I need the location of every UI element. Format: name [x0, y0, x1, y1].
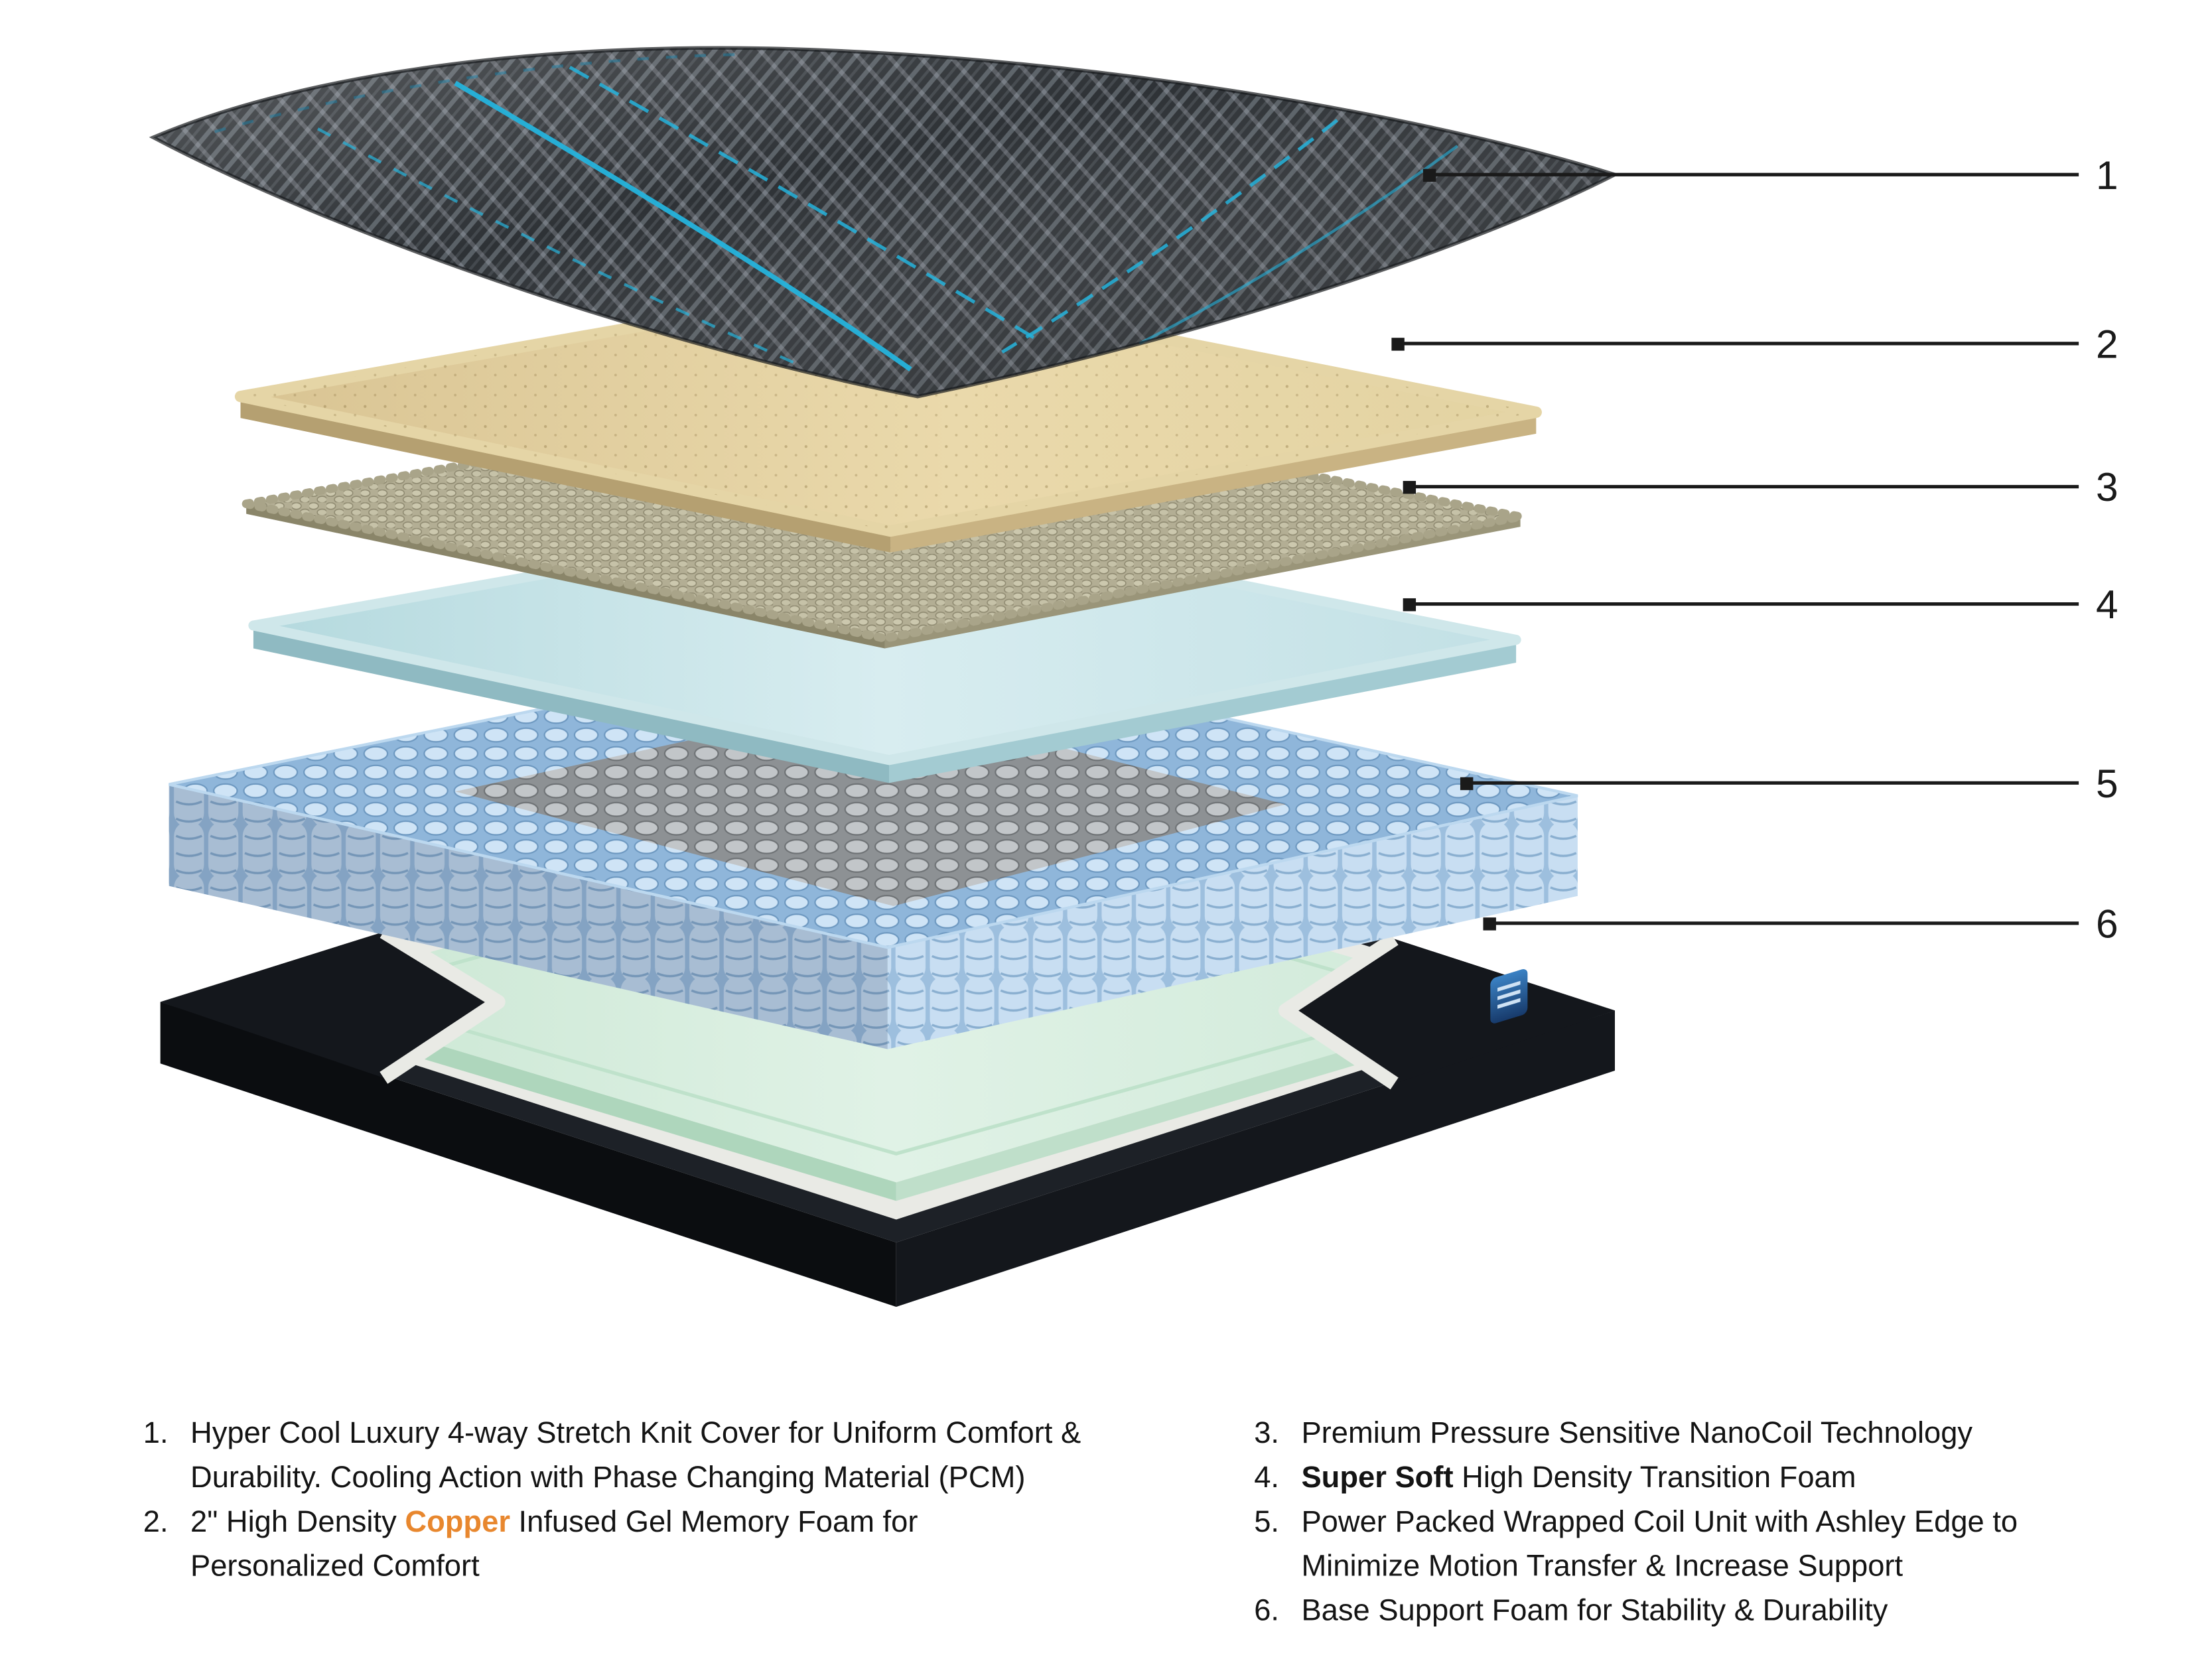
legend-item-5: 5. Power Packed Wrapped Coil Unit with A… [1254, 1500, 2170, 1589]
coil-front-right-face [887, 795, 1578, 1049]
legend-item-number: 5. [1254, 1506, 1280, 1539]
base-front-left-face [160, 1002, 896, 1307]
callouts: 1 2 3 4 5 [1391, 153, 2118, 946]
copper-highlight-text: Copper [405, 1506, 510, 1539]
callout-number: 5 [2096, 761, 2118, 806]
legend-item-text: Super Soft High Density Transition Foam [1301, 1461, 1856, 1494]
callout-4: 4 [1403, 582, 2118, 627]
cover-accent-stripes [214, 52, 1458, 371]
callout-number: 3 [2096, 464, 2118, 509]
callout-number: 6 [2096, 901, 2118, 946]
callout-1: 1 [1422, 153, 2118, 198]
coil-front-left-face [169, 784, 888, 1049]
legend-item-text: Premium Pressure Sensitive NanoCoil Tech… [1301, 1417, 1973, 1450]
legend-item-number: 4. [1254, 1461, 1280, 1494]
layer-1-knit-cover [149, 46, 1620, 399]
callout-6: 6 [1483, 901, 2118, 946]
legend-item-text: Base Support Foam for Stability & Durabi… [1301, 1594, 1888, 1628]
callout-number: 4 [2096, 582, 2118, 627]
layer-5-wrapped-coil-unit [169, 639, 1578, 1049]
base-right-corner-cap [1285, 939, 1615, 1084]
callout-number: 2 [2096, 321, 2118, 366]
base-front-right-face [896, 1010, 1615, 1307]
legend-item-1: 1. Hyper Cool Luxury 4-way Stretch Knit … [143, 1412, 1231, 1500]
callout-number: 1 [2096, 153, 2118, 198]
base-left-corner-cap [160, 931, 498, 1078]
legend-item-text: 2" High Density Copper Infused Gel Memor… [190, 1506, 918, 1583]
legend-item-number: 2. [143, 1506, 169, 1539]
callout-3: 3 [1403, 464, 2118, 509]
callout-5: 5 [1460, 761, 2118, 806]
callout-2: 2 [1391, 321, 2118, 366]
legend-item-6: 6. Base Support Foam for Stability & Dur… [1254, 1589, 2170, 1633]
brand-logo-icon [1490, 969, 1528, 1024]
legend-item-text: Power Packed Wrapped Coil Unit with Ashl… [1301, 1506, 2018, 1583]
legend-left-column: 1. Hyper Cool Luxury 4-way Stretch Knit … [143, 1412, 1231, 1589]
legend-item-number: 1. [143, 1417, 169, 1450]
legend-item-number: 3. [1254, 1417, 1280, 1450]
legend-item-2: 2. 2" High Density Copper Infused Gel Me… [143, 1500, 1231, 1589]
legend-item-number: 6. [1254, 1594, 1280, 1628]
legend-item-text: Hyper Cool Luxury 4-way Stretch Knit Cov… [190, 1417, 1081, 1494]
layer-2-gel-memory-foam [234, 277, 1542, 553]
coil-top-center-gray [455, 700, 1286, 906]
legend-right-column: 3. Premium Pressure Sensitive NanoCoil T… [1254, 1412, 2170, 1633]
legend-item-4: 4. Super Soft High Density Transition Fo… [1254, 1455, 2170, 1500]
legend-item-3: 3. Premium Pressure Sensitive NanoCoil T… [1254, 1412, 2170, 1456]
